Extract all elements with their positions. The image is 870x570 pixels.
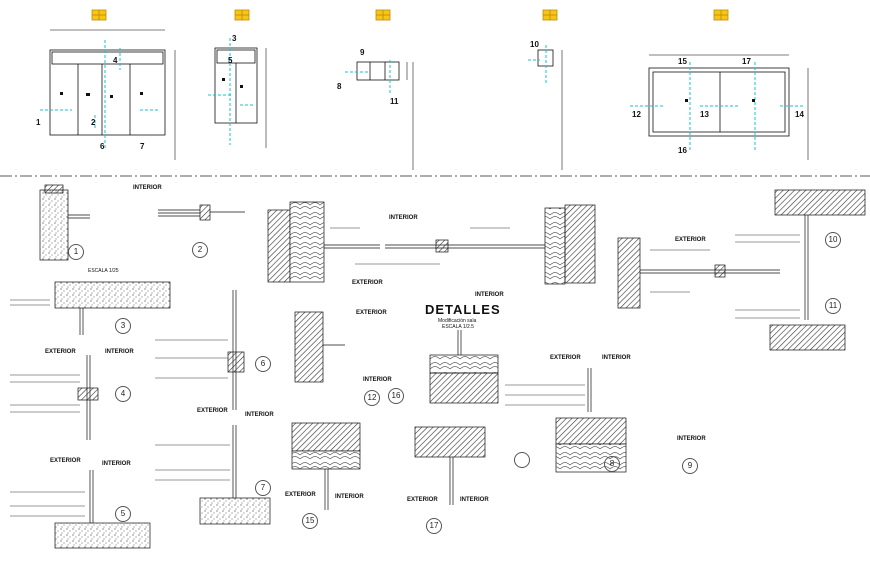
interior-label: INTERIOR — [133, 185, 162, 191]
detail-callout: 2 — [192, 242, 208, 258]
elevation-window-5 — [630, 54, 809, 160]
detail-2 — [158, 204, 245, 221]
window-icon — [713, 9, 729, 21]
detail-callout: 1 — [68, 244, 84, 260]
interior-label: INTERIOR — [389, 215, 418, 221]
detail-12 — [294, 311, 345, 383]
elevation-mark: 3 — [232, 34, 237, 43]
detail-callout: 12 — [364, 390, 380, 406]
detail-section-center — [267, 201, 596, 285]
window-icon — [542, 9, 558, 21]
elevation-mark: 10 — [530, 40, 539, 49]
elevation-mark: 12 — [632, 110, 641, 119]
interior-label: INTERIOR — [460, 497, 489, 503]
interior-label: INTERIOR — [475, 292, 504, 298]
elevation-mark: 15 — [678, 57, 687, 66]
window-icon — [234, 9, 250, 21]
sheet-scale: ESCALA 1/2.5 — [442, 324, 474, 330]
interior-label: INTERIOR — [602, 355, 631, 361]
detail-callout: 17 — [426, 518, 442, 534]
interior-label: INTERIOR — [363, 377, 392, 383]
detail-callout: 6 — [255, 356, 271, 372]
detail-callout: 11 — [825, 298, 841, 314]
exterior-label: EXTERIOR — [407, 497, 438, 503]
elevation-mark: 11 — [390, 97, 399, 106]
detail-7 — [199, 425, 271, 525]
interior-label: INTERIOR — [105, 349, 134, 355]
elevation-mark: 4 — [113, 56, 118, 65]
detail-15 — [291, 422, 361, 510]
detail-callout: 4 — [115, 386, 131, 402]
elevation-mark: 6 — [100, 142, 105, 151]
elevation-window-1 — [40, 29, 176, 160]
interior-label: INTERIOR — [245, 412, 274, 418]
elevation-mark: 9 — [360, 48, 365, 57]
elevation-mark: 13 — [700, 110, 709, 119]
exterior-label: EXTERIOR — [45, 349, 76, 355]
interior-label: INTERIOR — [677, 436, 706, 442]
sheet-title: DETALLES — [425, 302, 501, 317]
exterior-label: EXTERIOR — [675, 237, 706, 243]
detail-callout — [514, 452, 530, 468]
detail-callout: 10 — [825, 232, 841, 248]
exterior-label: EXTERIOR — [550, 355, 581, 361]
elevation-window-3 — [345, 60, 414, 170]
scale-label: ESCALA 1/25 — [88, 268, 119, 274]
detail-10-11 — [617, 189, 866, 351]
window-icon — [91, 9, 107, 21]
elevation-mark: 7 — [140, 142, 145, 151]
window-icons — [91, 9, 729, 21]
sheet-subtitle: Modificación sala — [438, 318, 477, 324]
elevation-mark: 8 — [337, 82, 342, 91]
detail-3 — [54, 281, 171, 335]
elevation-mark: 5 — [228, 56, 233, 65]
elevation-mark: 1 — [36, 118, 41, 127]
interior-label: INTERIOR — [335, 494, 364, 500]
exterior-label: EXTERIOR — [197, 408, 228, 414]
detail-callout: 9 — [682, 458, 698, 474]
elevation-mark: 16 — [678, 146, 687, 155]
elevation-mark: 14 — [795, 110, 804, 119]
exterior-label: EXTERIOR — [356, 310, 387, 316]
detail-callout: 16 — [388, 388, 404, 404]
detail-callout: 7 — [255, 480, 271, 496]
exterior-label: EXTERIOR — [285, 492, 316, 498]
exterior-label: EXTERIOR — [352, 280, 383, 286]
elevation-window-2 — [208, 38, 267, 148]
detail-callout: 8 — [604, 456, 620, 472]
detail-4 — [77, 355, 99, 440]
detail-17 — [414, 426, 486, 505]
detail-5 — [54, 470, 151, 549]
interior-label: INTERIOR — [102, 461, 131, 467]
detail-callout: 3 — [115, 318, 131, 334]
elevation-mark: 2 — [91, 118, 96, 127]
elevation-mark: 17 — [742, 57, 751, 66]
window-icon — [375, 9, 391, 21]
detail-callout: 15 — [302, 513, 318, 529]
annotation-lines — [10, 227, 800, 517]
detail-1 — [39, 184, 90, 261]
detail-13 — [429, 330, 499, 404]
elevation-window-4 — [528, 45, 563, 170]
detail-6 — [227, 290, 245, 410]
exterior-label: EXTERIOR — [50, 458, 81, 464]
detail-callout: 5 — [115, 506, 131, 522]
